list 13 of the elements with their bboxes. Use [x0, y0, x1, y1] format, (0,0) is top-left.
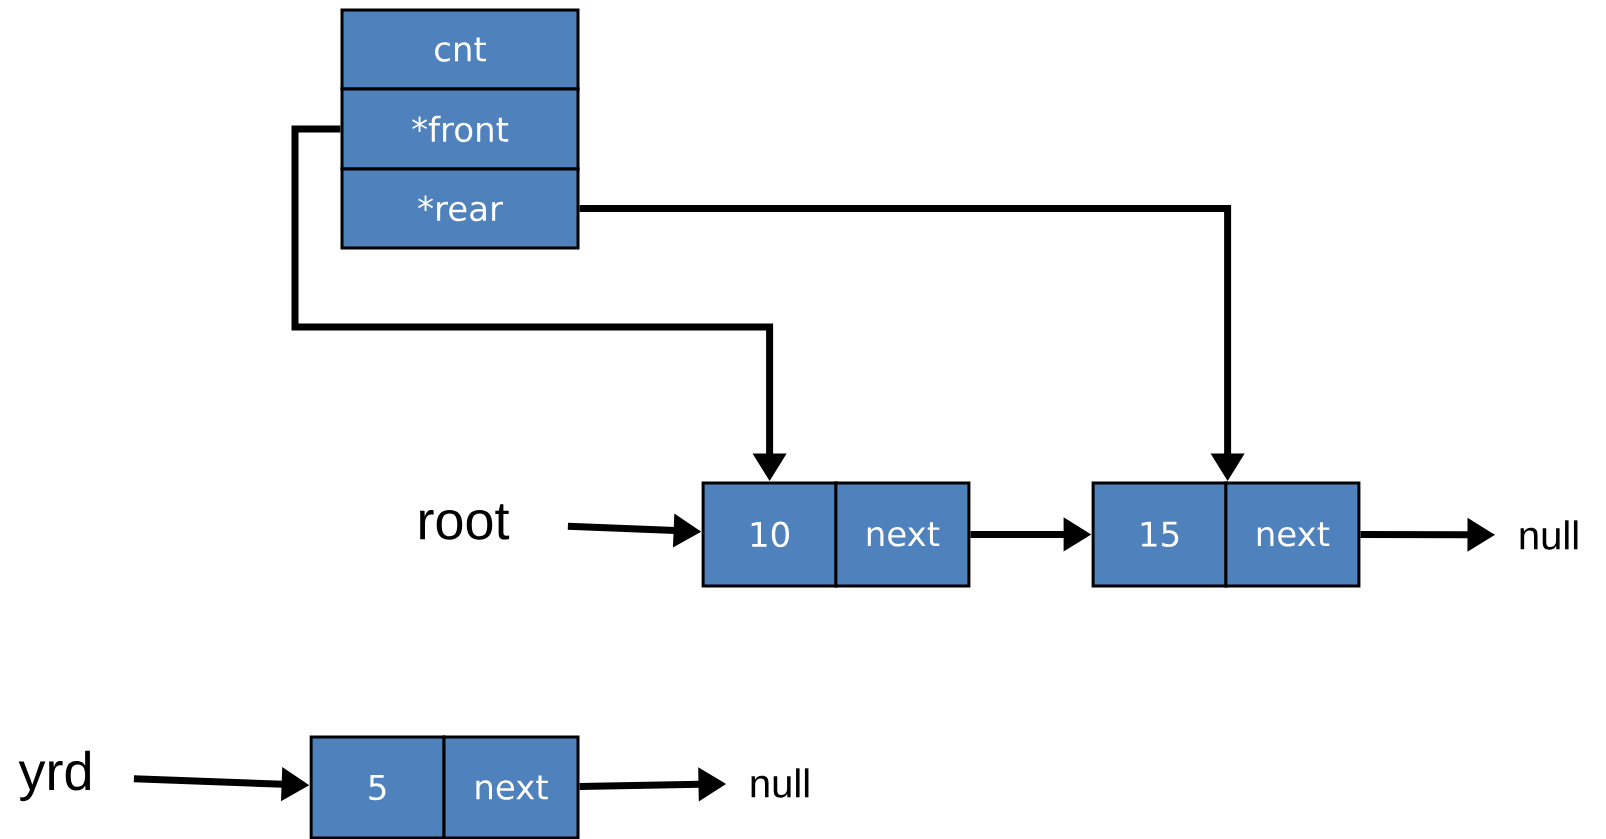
pointer-label: yrd: [18, 750, 91, 802]
pointer-label: root: [420, 504, 510, 540]
null-label: null: [1520, 520, 1578, 550]
field-box: *front: [340, 87, 580, 171]
field-box: next: [834, 481, 971, 588]
field-box: 10: [701, 481, 838, 588]
field-box: 5: [309, 735, 446, 839]
null-label: null: [751, 768, 809, 798]
field-box: *rear: [340, 167, 580, 250]
field-box: 15: [1091, 481, 1228, 588]
field-box: cnt: [340, 8, 580, 91]
field-box: next: [1224, 481, 1361, 588]
field-box: next: [442, 735, 580, 839]
